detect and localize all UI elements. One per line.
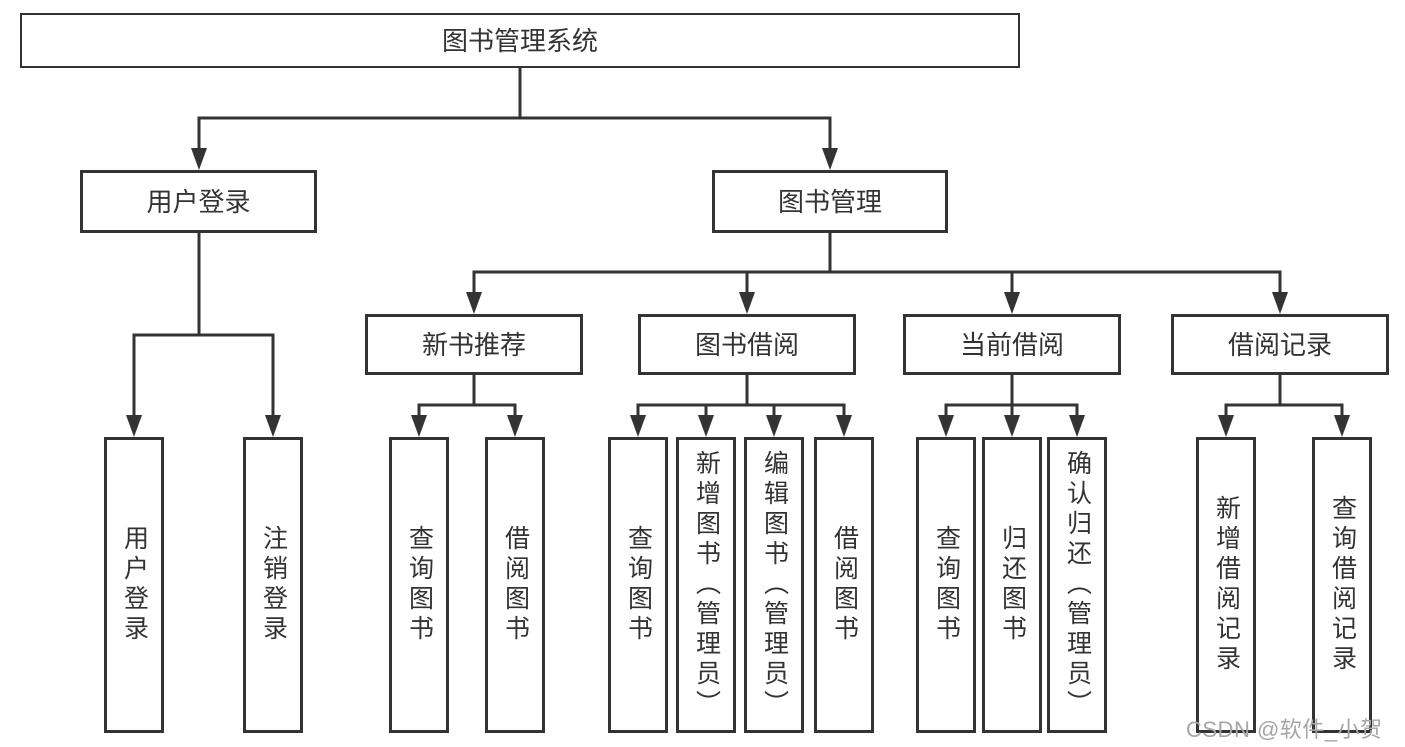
node-library-management-system: 图书管理系统 <box>20 13 1020 68</box>
node-book-management: 图书管理 <box>712 170 948 233</box>
node-user-login: 用户登录 <box>80 170 317 233</box>
node-book-borrowing: 图书借阅 <box>638 314 856 375</box>
leaf-query-books-borrow: 查询图书 <box>608 437 668 733</box>
node-new-book-recommendation: 新书推荐 <box>365 314 583 375</box>
leaf-borrow-books-recommend: 借阅图书 <box>485 437 545 733</box>
leaf-query-books-recommend: 查询图书 <box>389 437 449 733</box>
node-current-borrowing: 当前借阅 <box>903 314 1121 375</box>
csdn-watermark: CSDN @软件_小贺同学 <box>1186 717 1383 742</box>
leaf-borrow-books: 借阅图书 <box>814 437 874 733</box>
leaf-logout: 注销登录 <box>243 437 303 733</box>
leaf-confirm-return-admin: 确认归还（管理员） <box>1047 437 1107 733</box>
leaf-add-book-admin: 新增图书（管理员） <box>676 437 736 733</box>
node-borrowing-records: 借阅记录 <box>1171 314 1389 375</box>
leaf-query-borrow-record: 查询借阅记录 <box>1312 437 1372 733</box>
leaf-query-books-current: 查询图书 <box>916 437 976 733</box>
leaf-edit-book-admin: 编辑图书（管理员） <box>744 437 804 733</box>
leaf-user-login: 用户登录 <box>104 437 164 733</box>
leaf-add-borrow-record: 新增借阅记录 <box>1196 437 1256 733</box>
leaf-return-book: 归还图书 <box>982 437 1042 733</box>
